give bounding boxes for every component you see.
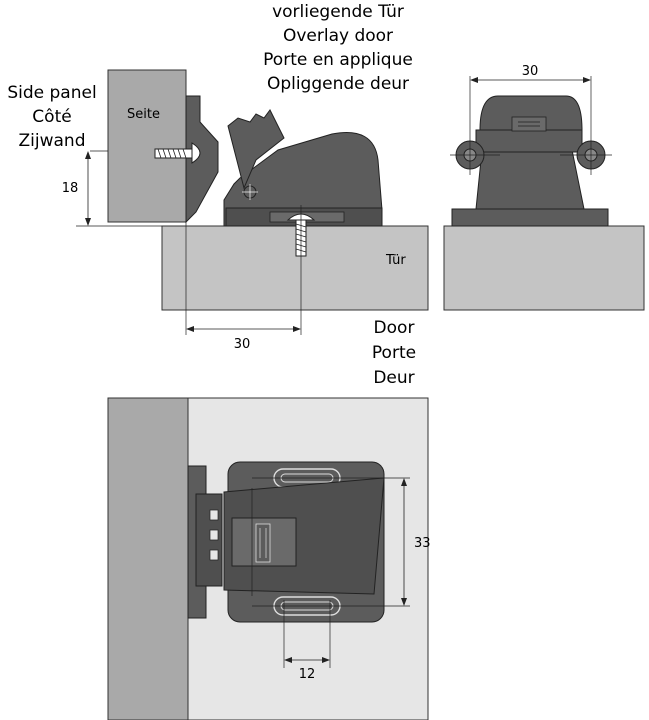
door-panel (161, 225, 429, 311)
overlay-door-line-3: Porte en applique (263, 50, 413, 70)
top-view (107, 397, 429, 720)
side-panel (107, 69, 187, 223)
door-line-3: Deur (373, 368, 414, 388)
dim-12: 12 (299, 667, 316, 682)
overlay-door-line-2: Overlay door (283, 26, 393, 46)
side-view (76, 69, 429, 335)
dim-30-top: 30 (522, 64, 539, 79)
front-view (443, 76, 645, 311)
seite-label: Seite (127, 107, 160, 122)
latch-arm (227, 109, 285, 190)
dim-33: 33 (414, 536, 431, 551)
side-bracket (185, 95, 219, 224)
door-line-1: Door (374, 318, 415, 338)
dim-18: 18 (62, 181, 79, 196)
door-panel-front (443, 225, 645, 311)
side-panel-line-2: Côté (32, 107, 71, 127)
dim-30-bottom: 30 (234, 337, 251, 352)
overlay-door-line-1: vorliegende Tür (272, 2, 404, 22)
overlay-door-line-4: Opliggende deur (267, 74, 409, 94)
side-panel-line-1: Side panel (7, 83, 96, 103)
side-screw (154, 142, 201, 164)
door-line-2: Porte (372, 343, 416, 363)
tur-label: Tür (385, 253, 406, 268)
side-panel-line-3: Zijwand (19, 131, 86, 151)
side-panel-top (107, 397, 189, 720)
